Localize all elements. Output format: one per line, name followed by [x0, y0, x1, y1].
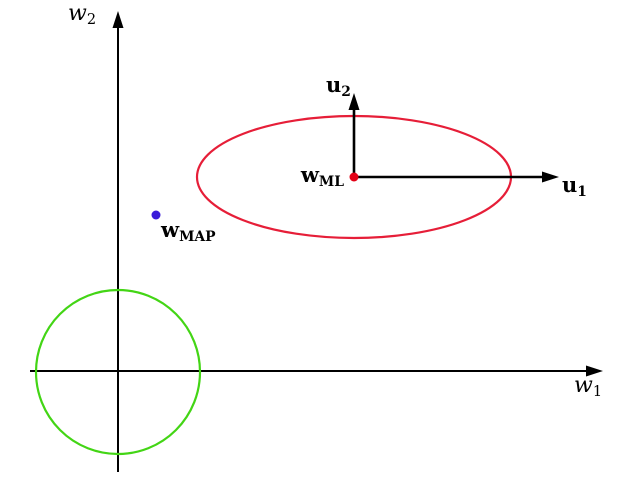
w2-axis-arrowhead [112, 11, 124, 28]
u1-arrowhead [542, 171, 559, 183]
w-map-label: wMAP [161, 219, 216, 245]
u2-arrowhead [348, 93, 360, 110]
w2-label-symbol: w [68, 1, 87, 26]
prior-circle [34, 288, 202, 456]
w1-axis-label: w1 [574, 375, 602, 400]
u2-label-symbol: u [326, 72, 342, 97]
w-map-label-subscript: MAP [179, 228, 216, 245]
u1-vector-label: u1 [562, 174, 587, 200]
w2-label-subscript: 2 [86, 12, 97, 29]
w2-axis-label: w2 [68, 3, 96, 28]
w1-axis-arrowhead [586, 365, 603, 377]
u2-vector-label: u2 [326, 74, 351, 100]
w-ml-label: wML [282, 164, 344, 190]
w1-label-symbol: w [574, 373, 593, 398]
u1-label-subscript: 1 [577, 183, 587, 200]
w-ml-label-symbol: w [300, 162, 319, 187]
u2-label-subscript: 2 [341, 83, 351, 100]
u1-label-symbol: u [562, 172, 578, 197]
w-map-label-symbol: w [161, 217, 180, 242]
w-map-point [151, 210, 161, 220]
w-ml-point [349, 172, 359, 182]
w-ml-label-subscript: ML [318, 173, 344, 190]
w1-label-subscript: 1 [592, 384, 603, 401]
